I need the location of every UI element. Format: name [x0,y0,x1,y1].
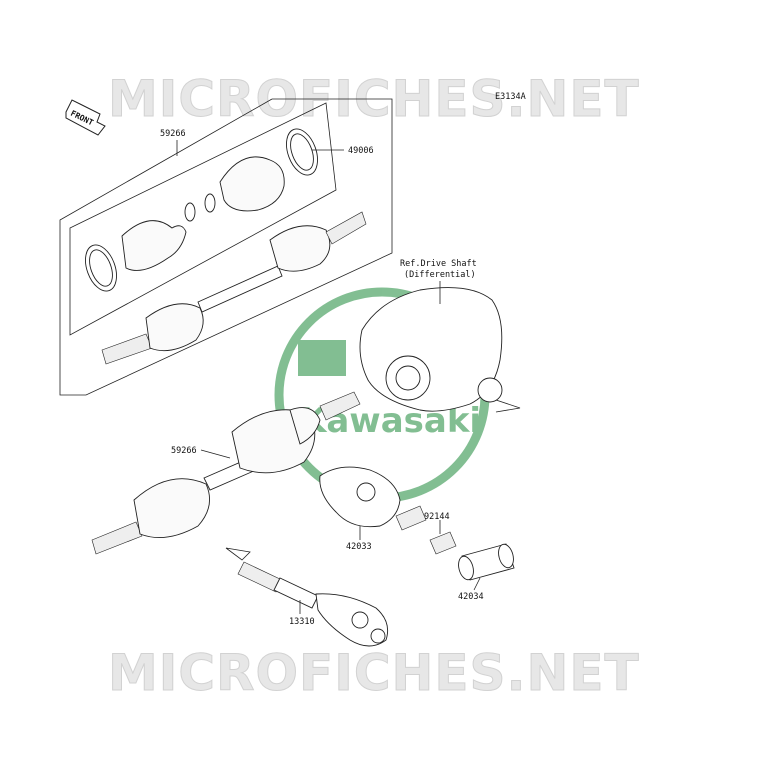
part-label-sleeve: 42034 [458,592,484,602]
part-label-spring: 92144 [424,512,450,522]
spring-part [429,531,457,555]
drive-shaft-assembly [91,391,361,555]
kit-inner-box [69,102,337,336]
part-label-kit: 59266 [160,129,186,139]
propeller-shaft [225,547,389,647]
part-label-boot-kit: 49006 [348,146,374,156]
watermark-bottom: MICROFICHES.NET [108,644,640,702]
reference-line1: Ref.Drive Shaft [400,259,477,269]
part-label-shaft-assy: 59266 [171,446,197,456]
reference-line2: (Differential) [404,270,476,280]
diagram-code: E3134A [495,92,526,102]
part-label-propeller-shaft: 13310 [289,617,315,627]
joint-part [319,466,427,531]
boot-kit-parts [85,128,318,292]
front-arrow-icon: FRONT [65,99,106,136]
part-label-joint: 42033 [346,542,372,552]
kit-shaft [101,211,367,365]
sleeve-part [458,543,515,581]
kit-bracket [59,98,393,396]
differential-housing [359,287,521,413]
